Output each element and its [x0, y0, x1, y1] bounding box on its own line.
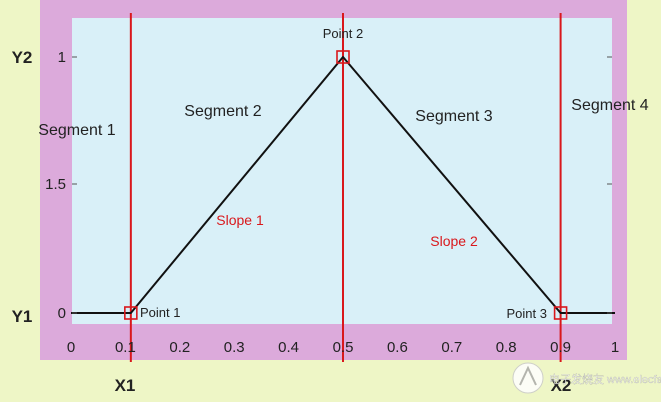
slope-label-1: Slope 1: [216, 212, 264, 228]
point-marker-2: [336, 50, 350, 64]
y-tick-label: 0: [58, 305, 66, 322]
x-tick-label: 0.4: [278, 339, 299, 356]
x-tick-label: 0.9: [550, 339, 571, 356]
axis-marker-x2: X2: [551, 376, 572, 395]
y-axis-ticks: 01.51: [45, 49, 612, 322]
watermark-logo-icon: [512, 362, 544, 394]
segment-label-1: Segment 1: [38, 122, 115, 139]
watermark-logo-mark: [519, 365, 537, 386]
point-marker-3: [553, 306, 568, 320]
x-axis-ticks: 0 0.1 0.2 0.3 0.4 0.5 0.6 0.7 0.8 0.9 1: [67, 339, 619, 356]
x-tick-label: 0.3: [224, 339, 245, 356]
data-series: [71, 56, 615, 314]
segment-label-3: Segment 3: [415, 108, 492, 125]
segment-label-4: Segment 4: [571, 97, 648, 114]
axis-marker-y1: Y1: [12, 307, 33, 326]
series-line-1: [71, 56, 615, 314]
point-label-2: Point 2: [323, 26, 363, 41]
x-tick-label: 0.2: [169, 339, 190, 356]
watermark: 电子发烧友 www.elecfans.com: [512, 362, 661, 394]
point-markers: [124, 50, 568, 320]
watermark-text: 电子发烧友 www.elecfans.com: [549, 372, 661, 386]
x-tick-label: 0.1: [115, 339, 136, 356]
point-marker-1: [124, 306, 138, 320]
point-label-1: Point 1: [140, 305, 180, 320]
x-tick-label: 0.6: [387, 339, 408, 356]
x-tick-label: 0.8: [496, 339, 517, 356]
vertical-marker-lines: [129, 13, 562, 362]
segment-label-2: Segment 2: [184, 103, 261, 120]
x-tick-label: 0.7: [441, 339, 462, 356]
x-tick-label: 1: [611, 339, 619, 356]
slope-label-2: Slope 2: [430, 233, 478, 249]
x-tick-label: 0: [67, 339, 75, 356]
x-tick-label: 0.5: [333, 339, 354, 356]
y-tick-label: 1.5: [45, 176, 66, 193]
axis-marker-x1: X1: [115, 376, 136, 395]
y-tick-label: 1: [58, 49, 66, 66]
axis-marker-y2: Y2: [12, 48, 33, 67]
point-label-3: Point 3: [507, 306, 547, 321]
